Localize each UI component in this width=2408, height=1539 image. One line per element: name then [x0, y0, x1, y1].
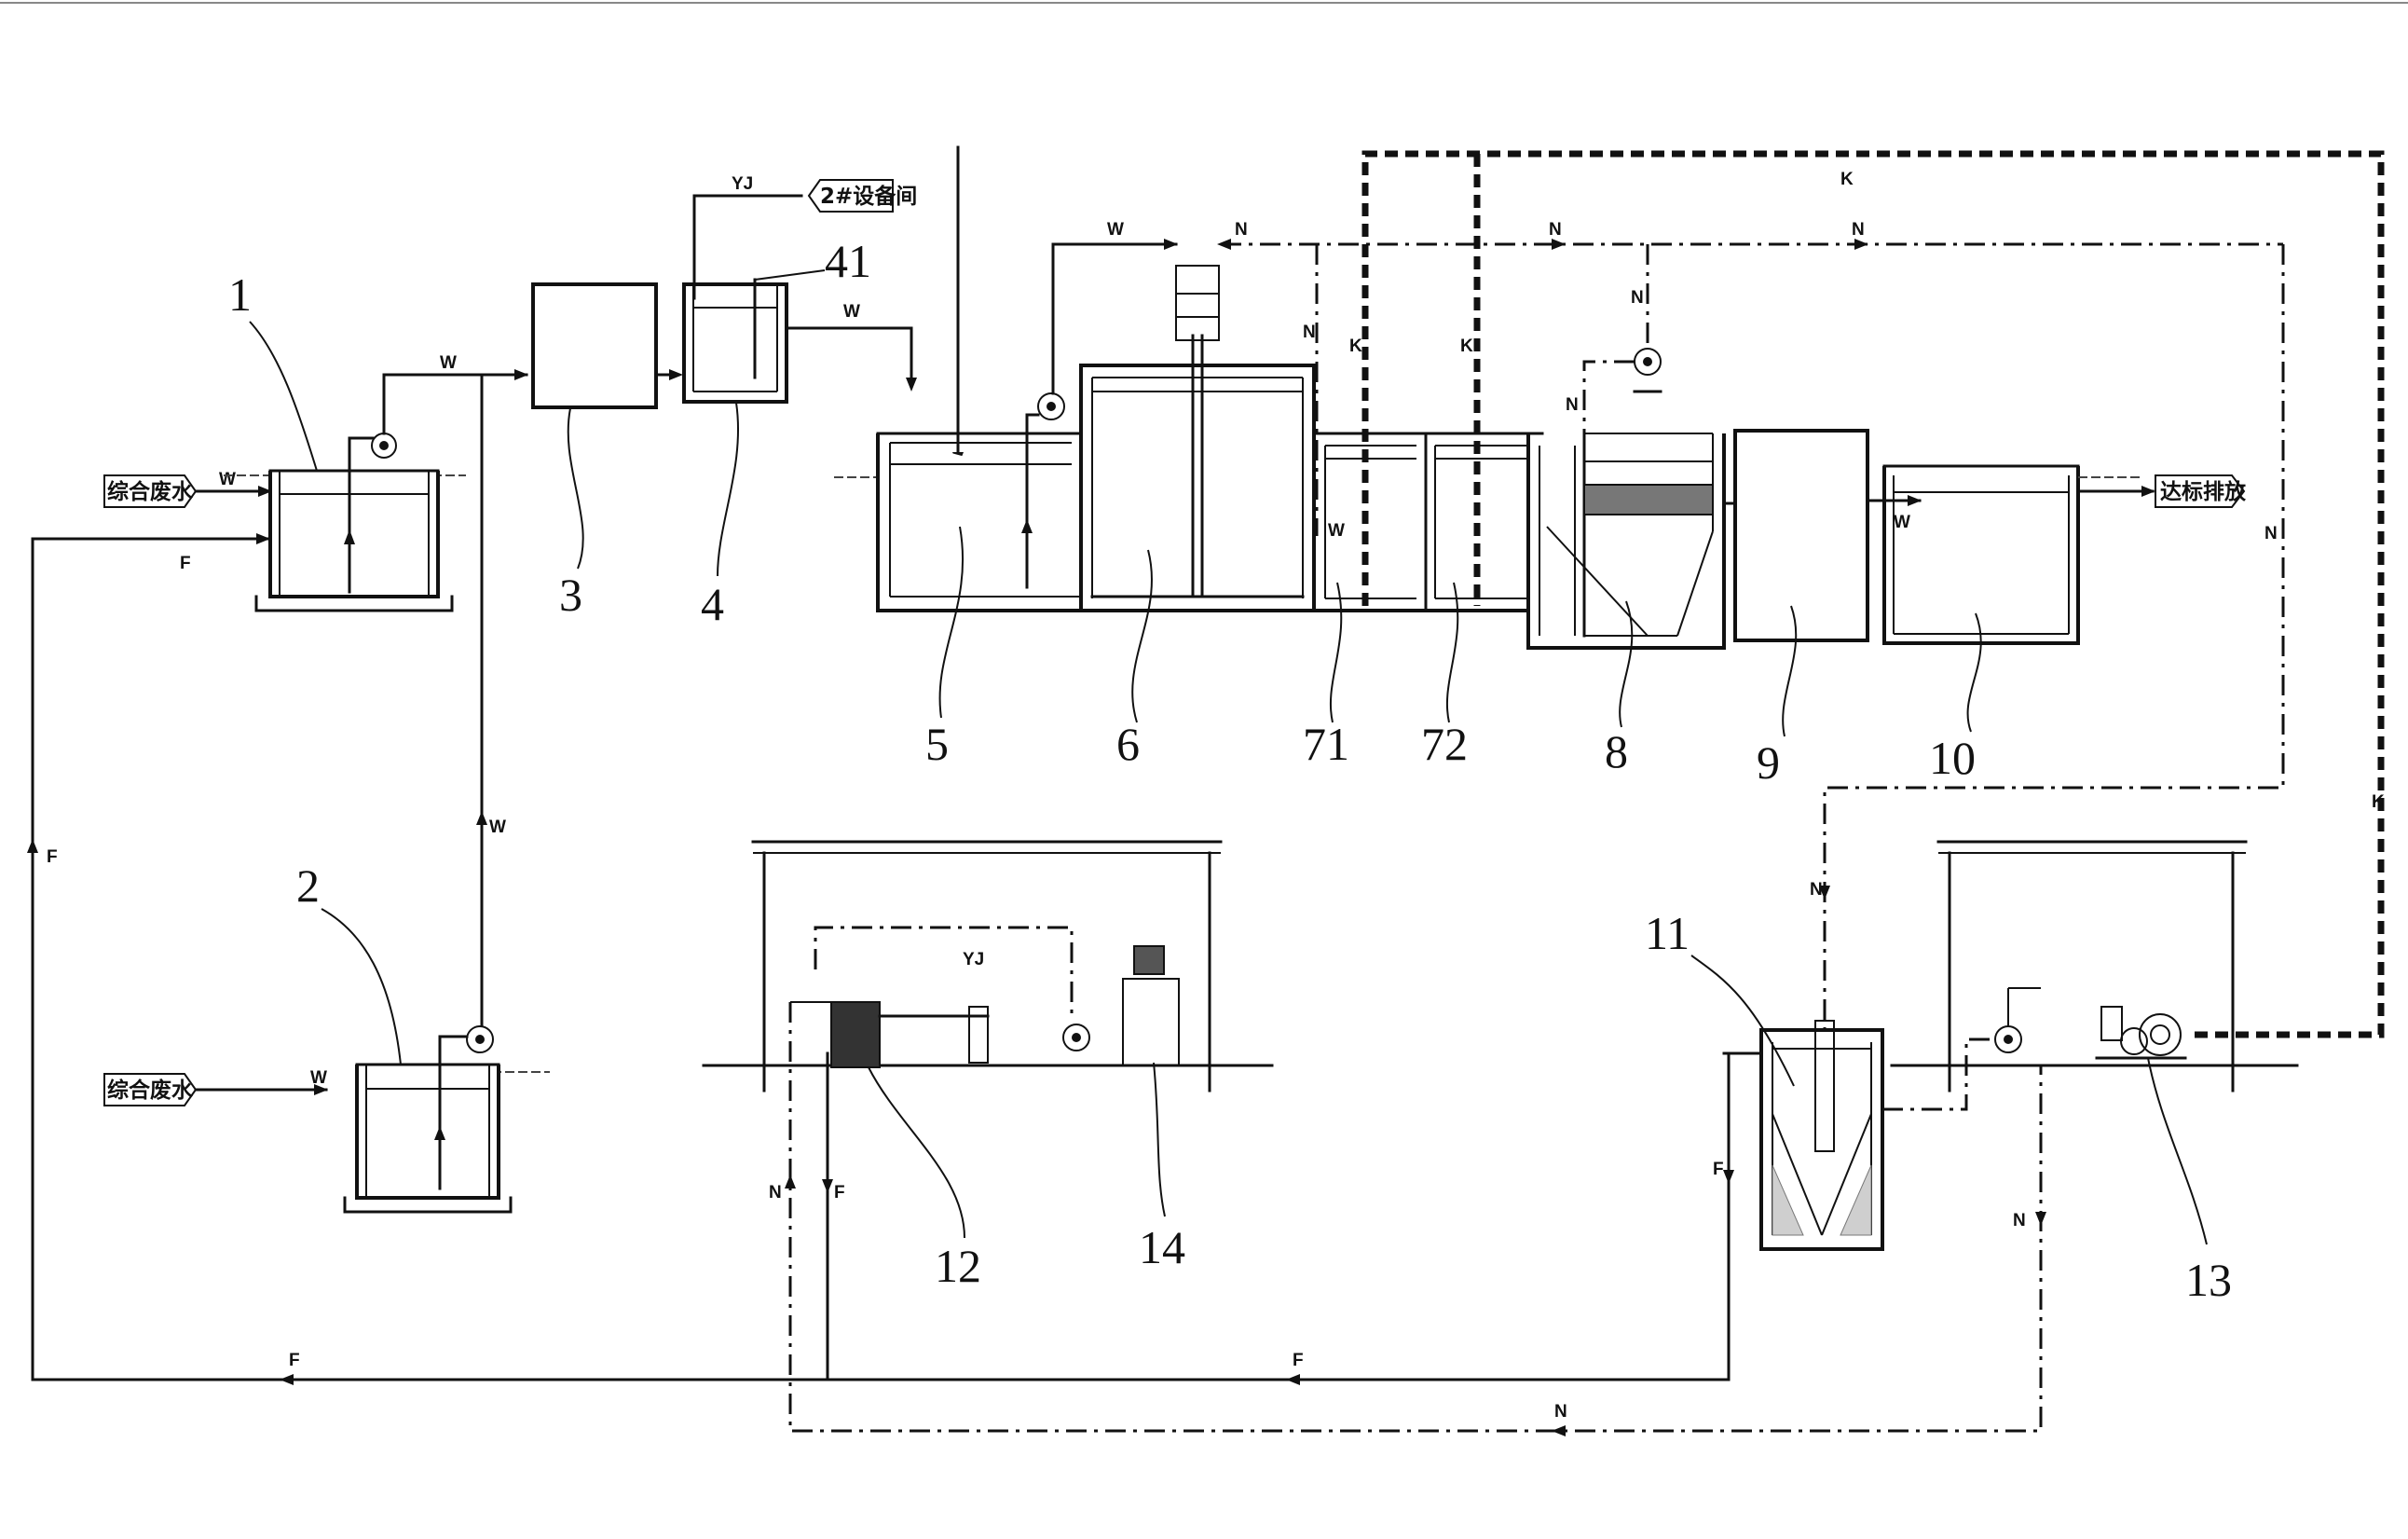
- flow-label-k-71: K: [1349, 337, 1362, 356]
- tank-10: [1882, 464, 2080, 645]
- thickener-11: [1722, 1020, 1884, 1251]
- filter-press-12: [790, 1001, 990, 1068]
- mixer-6: [1175, 265, 1220, 341]
- label-9: 9: [1757, 736, 1780, 789]
- pump-5: [1025, 242, 1065, 524]
- label-14: 14: [1139, 1221, 1185, 1273]
- flow-label-yj-top: YJ: [732, 174, 753, 194]
- flow-label-n-pump8: N: [1631, 288, 1644, 308]
- inlet-tag-1: 综合废水: [103, 474, 198, 508]
- flow-label-n-3: N: [1852, 220, 1865, 240]
- flow-label-n-1: N: [1235, 220, 1248, 240]
- flow-label-w-inlet1: W: [219, 470, 236, 489]
- label-13: 13: [2185, 1254, 2232, 1306]
- flow-label-n-8: N: [1566, 395, 1579, 415]
- label-2: 2: [296, 859, 320, 912]
- label-12: 12: [935, 1240, 981, 1292]
- discharge-tag: 达标排放: [2155, 474, 2247, 508]
- settler-8: [1526, 432, 1726, 650]
- label-10: 10: [1929, 732, 1976, 784]
- pump-2: [438, 1025, 494, 1053]
- flow-label-k-right: K: [2372, 792, 2385, 812]
- shed-13: [1890, 840, 2299, 1092]
- blower-13: [2095, 1006, 2187, 1060]
- flow-label-w-1: W: [440, 353, 457, 373]
- flow-label-f-12: F: [834, 1183, 845, 1202]
- tank-1: [224, 436, 466, 612]
- flow-label-n-bottom: N: [1554, 1402, 1567, 1422]
- flow-label-yj-bottom: YJ: [963, 950, 984, 969]
- flow-label-f-bottom: F: [289, 1351, 300, 1370]
- label-3: 3: [559, 569, 582, 621]
- label-11: 11: [1645, 907, 1690, 959]
- label-1: 1: [228, 268, 252, 321]
- flow-label-w-4: W: [843, 302, 860, 322]
- flow-label-f-left: F: [47, 847, 58, 867]
- flow-label-n-13: N: [2013, 1211, 2026, 1230]
- tank-2: [343, 1035, 550, 1214]
- flow-label-w-inlet2: W: [310, 1068, 327, 1088]
- pump-12: [1062, 1024, 1090, 1051]
- pump-1: [348, 373, 397, 459]
- flow-label-n-right: N: [2264, 524, 2278, 543]
- flow-label-n-12: N: [769, 1183, 782, 1202]
- tank-14: [1122, 945, 1180, 1066]
- pump-13: [1882, 987, 2041, 1111]
- flow-label-k-top: K: [1840, 170, 1854, 189]
- unit-9: [1733, 429, 1869, 642]
- flow-label-n-11: N: [1810, 880, 1823, 900]
- label-71: 71: [1303, 718, 1349, 770]
- flow-label-n-71: N: [1303, 323, 1316, 342]
- flow-label-f-tank1: F: [180, 554, 191, 573]
- tank-4: [682, 194, 803, 404]
- discharge-label: 达标排放: [2160, 479, 2247, 504]
- label-8: 8: [1605, 725, 1628, 777]
- label-5: 5: [925, 718, 949, 770]
- unit-3: [531, 282, 658, 409]
- flow-label-w-2: W: [489, 818, 506, 837]
- label-4: 4: [701, 578, 724, 630]
- inlet-tag-2: 综合废水: [103, 1073, 198, 1106]
- flow-label-w-71: W: [1328, 521, 1345, 541]
- flow-label-w-5: W: [1107, 220, 1124, 240]
- flow-label-n-2: N: [1549, 220, 1562, 240]
- inlet-tag-1-label: 综合废水: [107, 479, 194, 504]
- flow-label-f-bottom-right: F: [1293, 1351, 1304, 1370]
- flow-label-f-11: F: [1713, 1160, 1724, 1179]
- label-6: 6: [1116, 718, 1140, 770]
- label-72: 72: [1421, 718, 1468, 770]
- inlet-tag-2-label: 综合废水: [107, 1078, 194, 1103]
- flow-label-k-72: K: [1460, 337, 1473, 356]
- pump-8: [1633, 348, 1662, 393]
- flow-label-w-10: W: [1894, 513, 1910, 532]
- equipment-room-label: 2#设备间: [820, 184, 917, 209]
- equipment-room-tag: 2#设备间: [807, 179, 917, 213]
- basin-5-6-7: [834, 334, 1542, 612]
- label-41: 41: [825, 235, 871, 287]
